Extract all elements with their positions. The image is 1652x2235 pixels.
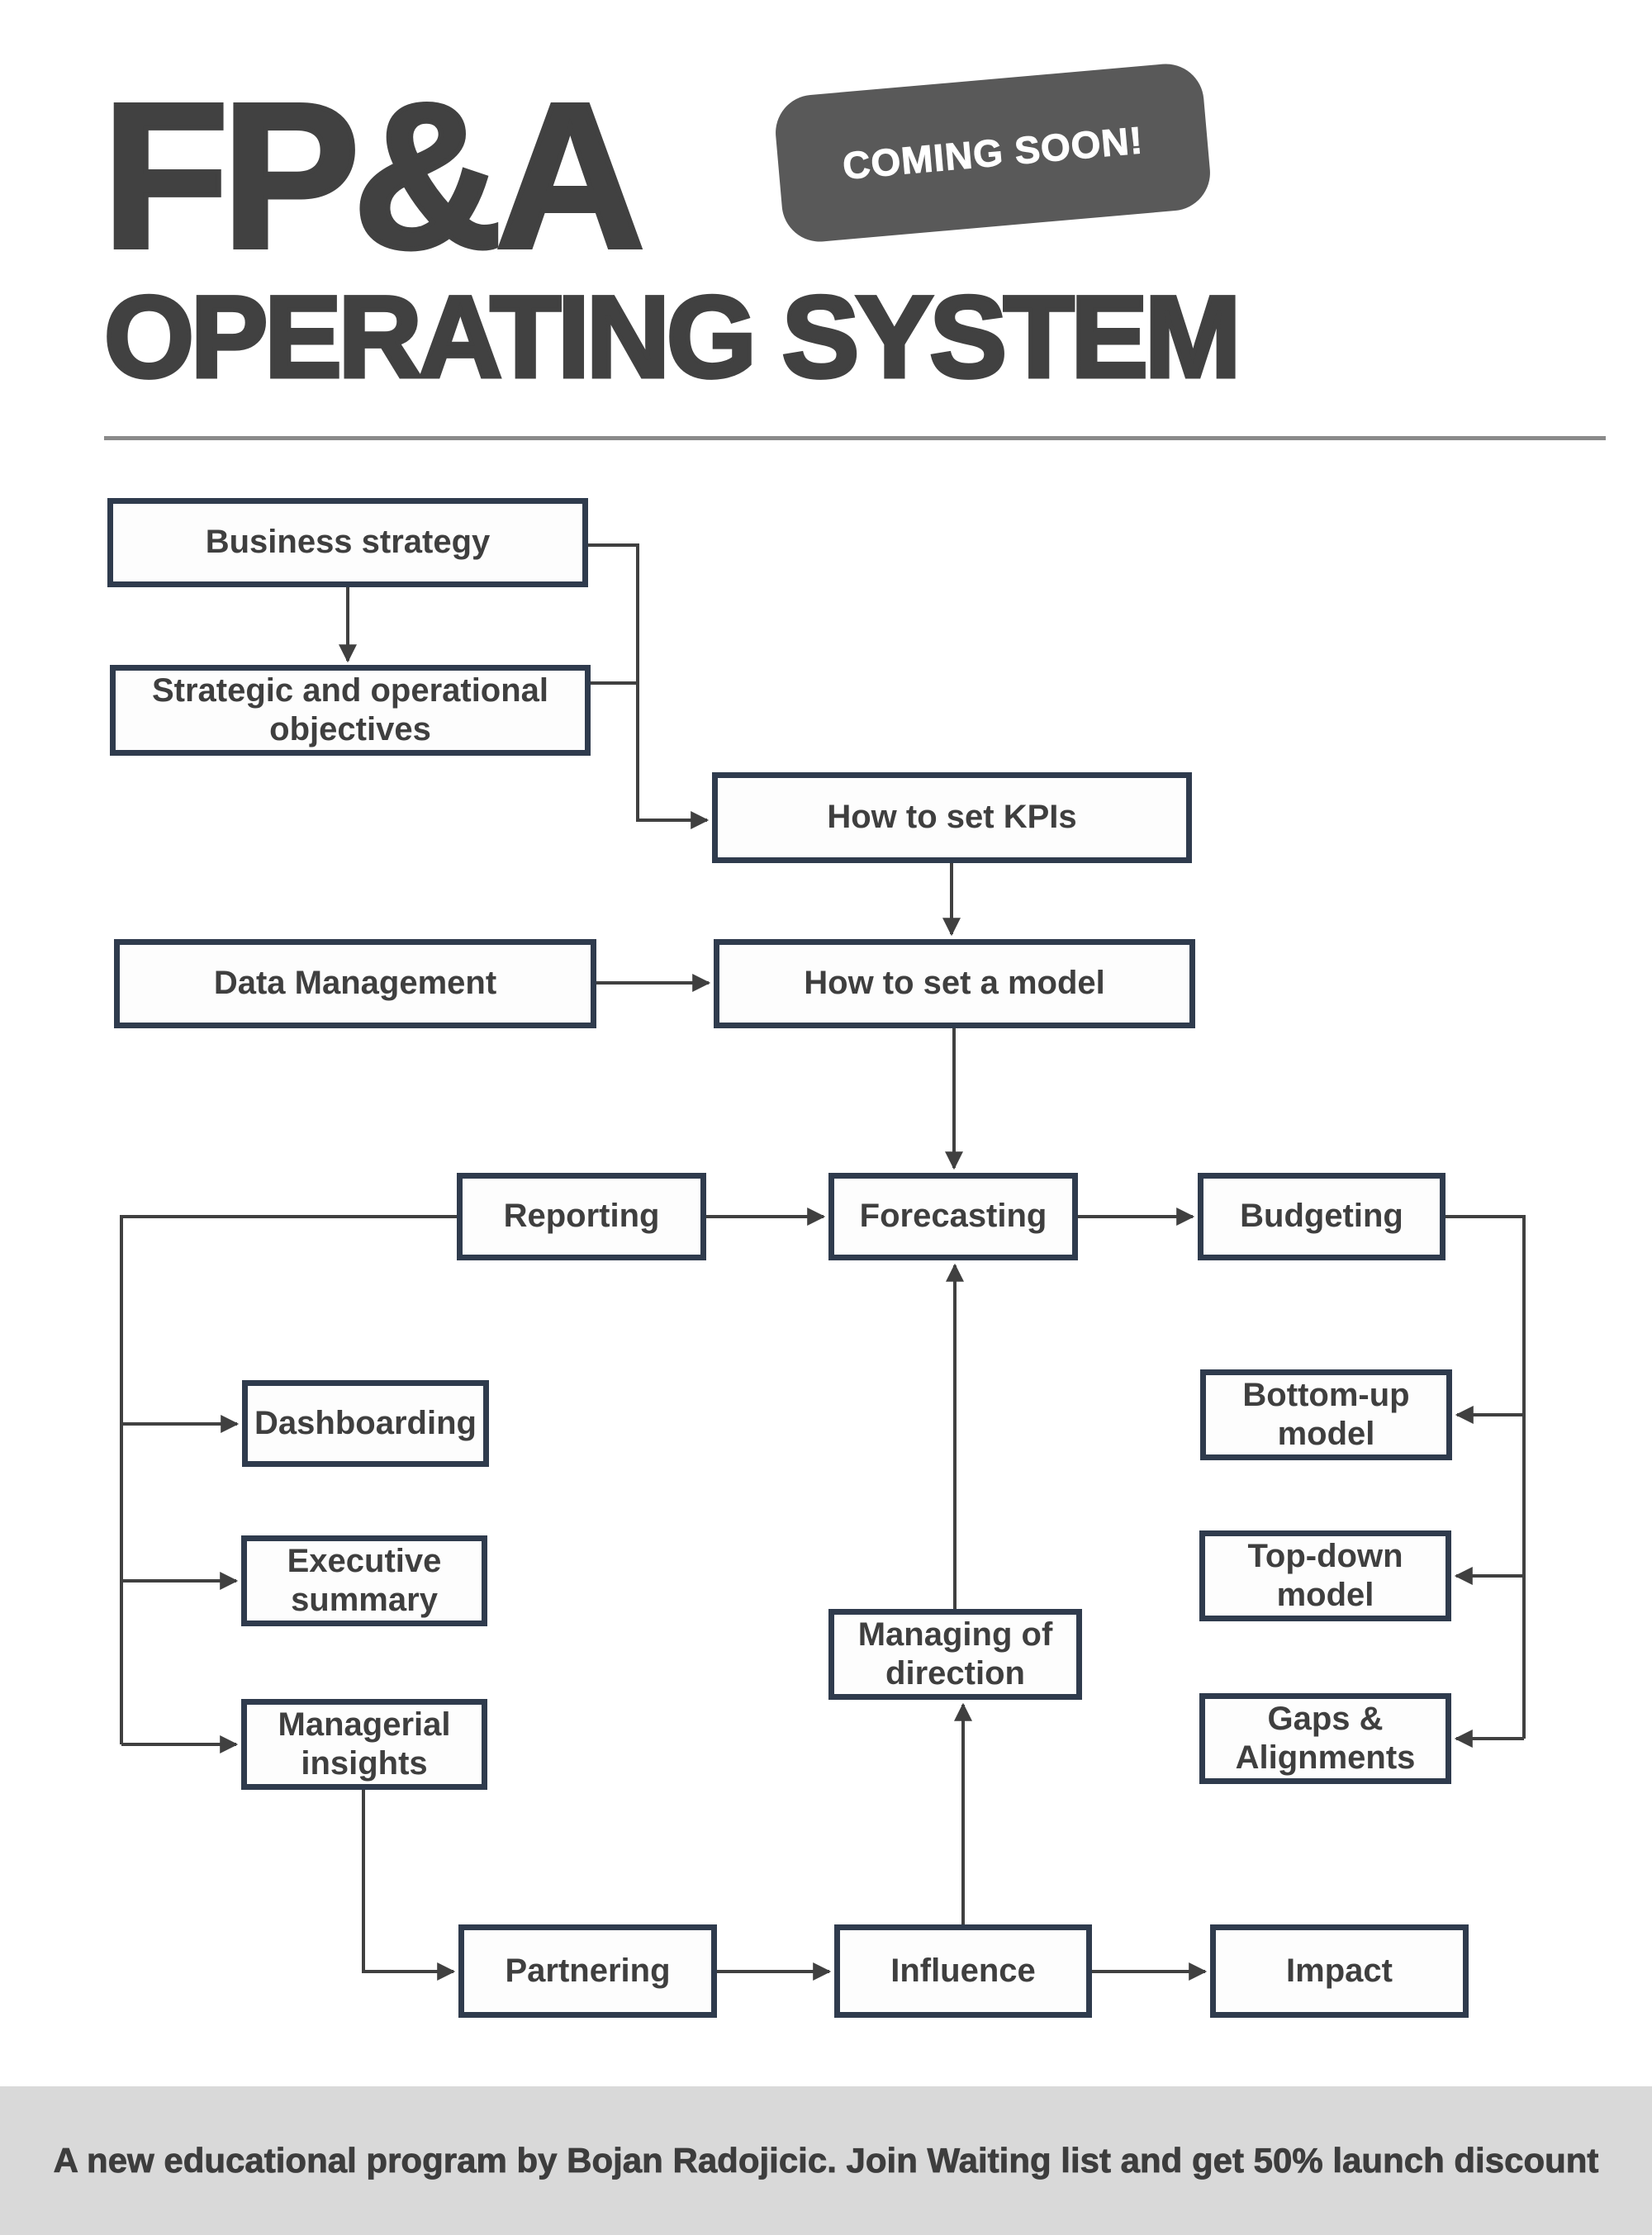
node-label: Gaps & Alignments [1235,1700,1416,1776]
node-budgeting: Budgeting [1198,1173,1446,1260]
node-executive-summary: Executive summary [241,1535,487,1626]
node-label: Executive summary [287,1542,442,1618]
node-label: Influence [890,1952,1036,1989]
node-label: Business strategy [205,524,491,561]
footer-bar: A new educational program by Bojan Radoj… [0,2086,1652,2235]
node-dashboarding: Dashboarding [242,1380,489,1467]
footer-text: A new educational program by Bojan Radoj… [53,2141,1599,2180]
page-subtitle: OPERATING SYSTEM [102,272,1242,401]
header-divider [104,436,1606,440]
node-data-management: Data Management [114,939,596,1028]
node-label: Reporting [503,1198,660,1235]
node-label: How to set a model [804,965,1105,1002]
node-label: Top-down model [1247,1537,1403,1613]
node-managing-of-direction: Managing of direction [828,1609,1082,1700]
node-label: Managing of direction [857,1616,1053,1692]
edge-budgeting-trunk [1446,1215,1526,1739]
node-label: Budgeting [1240,1198,1403,1235]
edge-reporting-trunk [120,1215,457,1744]
node-partnering: Partnering [458,1924,717,2018]
node-how-to-set-a-model: How to set a model [714,939,1195,1028]
node-label: Partnering [505,1952,671,1989]
node-label: Dashboarding [254,1404,477,1441]
node-label: Data Management [213,965,497,1002]
node-label: Strategic and operational objectives [151,671,549,747]
node-reporting: Reporting [457,1173,706,1260]
edge-managerial-insights-to-partnering [362,1789,456,1981]
node-top-down-model: Top-down model [1199,1530,1451,1621]
node-bottom-up-model: Bottom-up model [1200,1369,1452,1460]
node-how-to-set-kpis: How to set KPIs [712,772,1192,863]
node-label: Bottom-up model [1242,1376,1410,1452]
node-business-strategy: Business strategy [107,498,588,587]
node-gaps-alignments: Gaps & Alignments [1199,1693,1451,1784]
node-label: Impact [1286,1952,1393,1989]
node-impact: Impact [1210,1924,1469,2018]
node-label: Forecasting [859,1198,1047,1235]
node-strategic-objectives: Strategic and operational objectives [110,665,591,756]
node-label: Managerial insights [278,1706,451,1782]
node-forecasting: Forecasting [828,1173,1078,1260]
node-influence: Influence [834,1924,1092,2018]
node-label: How to set KPIs [827,799,1077,836]
page-title: FP&A [100,60,648,291]
node-managerial-insights: Managerial insights [241,1699,487,1790]
